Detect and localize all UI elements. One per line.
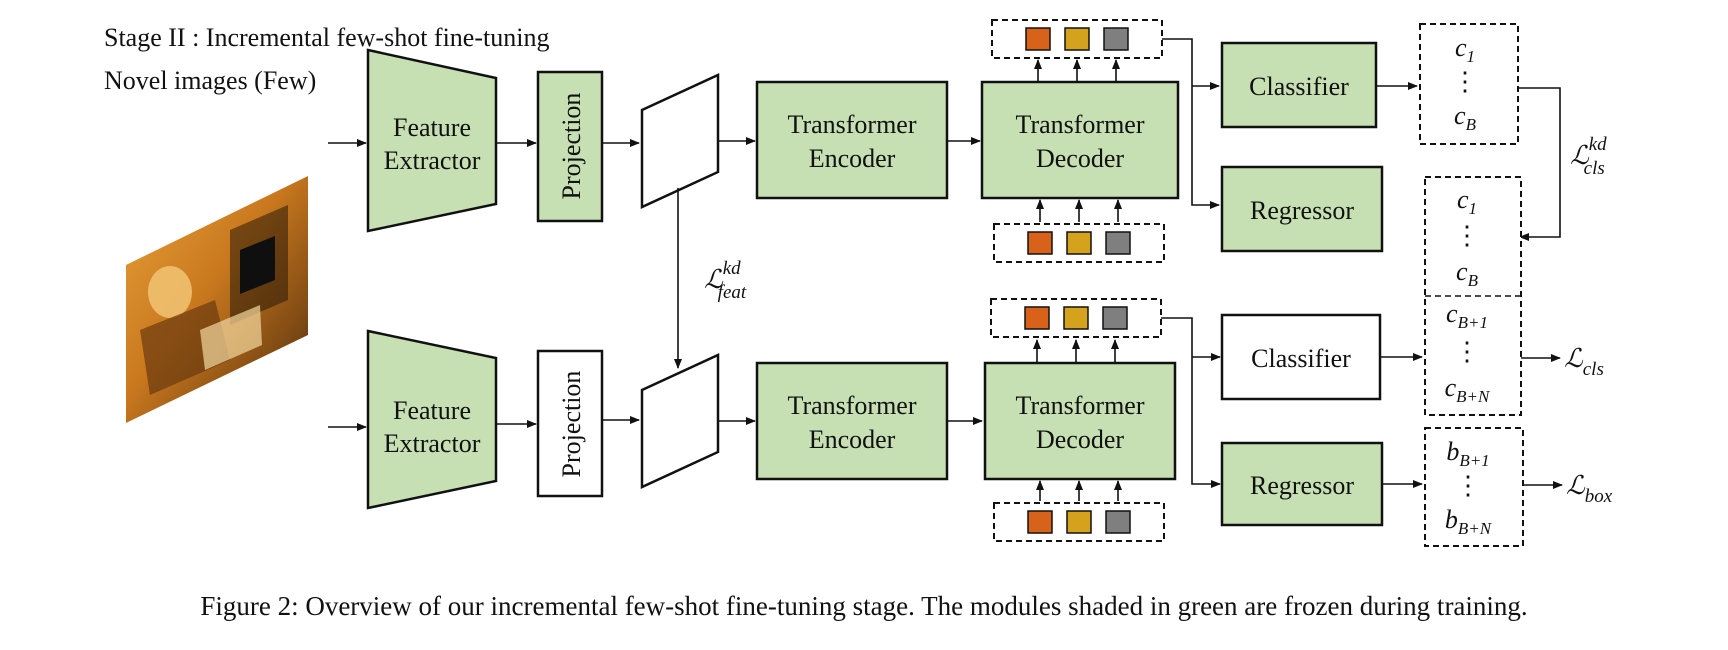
- architecture-diagram: Stage II : Incremental few-shot fine-tun…: [104, 19, 1613, 547]
- encoder-top-label-1: Transformer: [787, 110, 916, 139]
- output-query-squares-bottom: [1024, 306, 1128, 330]
- classifier-top-label: Classifier: [1249, 72, 1349, 101]
- projection-bottom-label: Projection: [557, 371, 586, 478]
- query-square: [1063, 306, 1089, 330]
- feature-extractor-top-label-1: Feature: [393, 113, 471, 142]
- feature-map-top: [640, 73, 720, 209]
- query-square: [1066, 231, 1092, 255]
- decoder-top-label-2: Decoder: [1036, 144, 1124, 173]
- loss-cls: ℒcls: [1564, 344, 1604, 380]
- query-square: [1027, 510, 1053, 534]
- regressor-bottom: [1220, 441, 1384, 527]
- class-outputs-top: [1419, 23, 1519, 145]
- classifier-top: [1220, 41, 1378, 129]
- new-class-output-first: cB+1: [1446, 299, 1488, 332]
- query-square: [1103, 27, 1129, 51]
- loss-box: ℒbox: [1566, 471, 1613, 507]
- regressor-top: [1220, 165, 1384, 253]
- encoder-bottom-label-1: Transformer: [787, 391, 916, 420]
- feature-extractor-top-label-2: Extractor: [384, 146, 481, 175]
- old-class-output-dots: ⋮: [1454, 221, 1480, 250]
- transformer-encoder-top: [755, 80, 949, 200]
- feature-extractor-bottom: [366, 329, 498, 510]
- projection-top: [536, 70, 604, 223]
- old-class-output-last: cB: [1456, 257, 1479, 290]
- transformer-encoder-bottom: [755, 361, 949, 481]
- feature-extractor-bottom-label-1: Feature: [393, 396, 471, 425]
- decoder-bottom-label-1: Transformer: [1015, 391, 1144, 420]
- encoder-top-label-2: Encoder: [809, 144, 896, 173]
- projection-bottom: [536, 349, 604, 498]
- input-query-squares-bottom: [1027, 510, 1131, 534]
- regressor-bottom-label: Regressor: [1250, 471, 1354, 500]
- decoder-top-label-1: Transformer: [1015, 110, 1144, 139]
- box-output-first: bB+1: [1446, 437, 1489, 470]
- box-output-last: bB+N: [1445, 505, 1493, 538]
- class-output-top-dots: ⋮: [1452, 67, 1478, 96]
- stage-title: Stage II : Incremental few-shot fine-tun…: [104, 23, 549, 52]
- query-square: [1105, 231, 1131, 255]
- feature-extractor-bottom-label-2: Extractor: [384, 429, 481, 458]
- transformer-decoder-bottom: [983, 361, 1177, 481]
- transformer-decoder-top: [980, 80, 1180, 200]
- novel-image-photo: [126, 176, 308, 423]
- query-square: [1025, 27, 1051, 51]
- query-square: [1105, 510, 1131, 534]
- input-query-squares-top: [1027, 231, 1131, 255]
- encoder-bottom-label-2: Encoder: [809, 425, 896, 454]
- classifier-bottom: [1220, 313, 1382, 401]
- query-square: [1027, 231, 1053, 255]
- figure-caption: Figure 2: Overview of our incremental fe…: [200, 591, 1528, 621]
- old-class-output-first: c1: [1457, 185, 1477, 218]
- output-query-squares-top: [1025, 27, 1129, 51]
- class-output-top-first: c1: [1455, 33, 1475, 66]
- query-square: [1102, 306, 1128, 330]
- decoder-bottom-label-2: Decoder: [1036, 425, 1124, 454]
- feature-map-bottom: [640, 353, 720, 489]
- regressor-top-label: Regressor: [1250, 196, 1354, 225]
- input-label: Novel images (Few): [104, 66, 316, 95]
- query-square: [1064, 27, 1090, 51]
- query-square: [1024, 306, 1050, 330]
- box-outputs: [1424, 427, 1524, 547]
- new-class-output-dots: ⋮: [1454, 337, 1480, 366]
- feature-extractor-top: [366, 48, 498, 233]
- new-class-output-last: cB+N: [1445, 373, 1491, 406]
- classifier-bottom-label: Classifier: [1251, 344, 1351, 373]
- query-square: [1066, 510, 1092, 534]
- box-output-dots: ⋮: [1455, 471, 1481, 500]
- class-output-top-last: cB: [1454, 101, 1477, 134]
- projection-top-label: Projection: [557, 93, 586, 200]
